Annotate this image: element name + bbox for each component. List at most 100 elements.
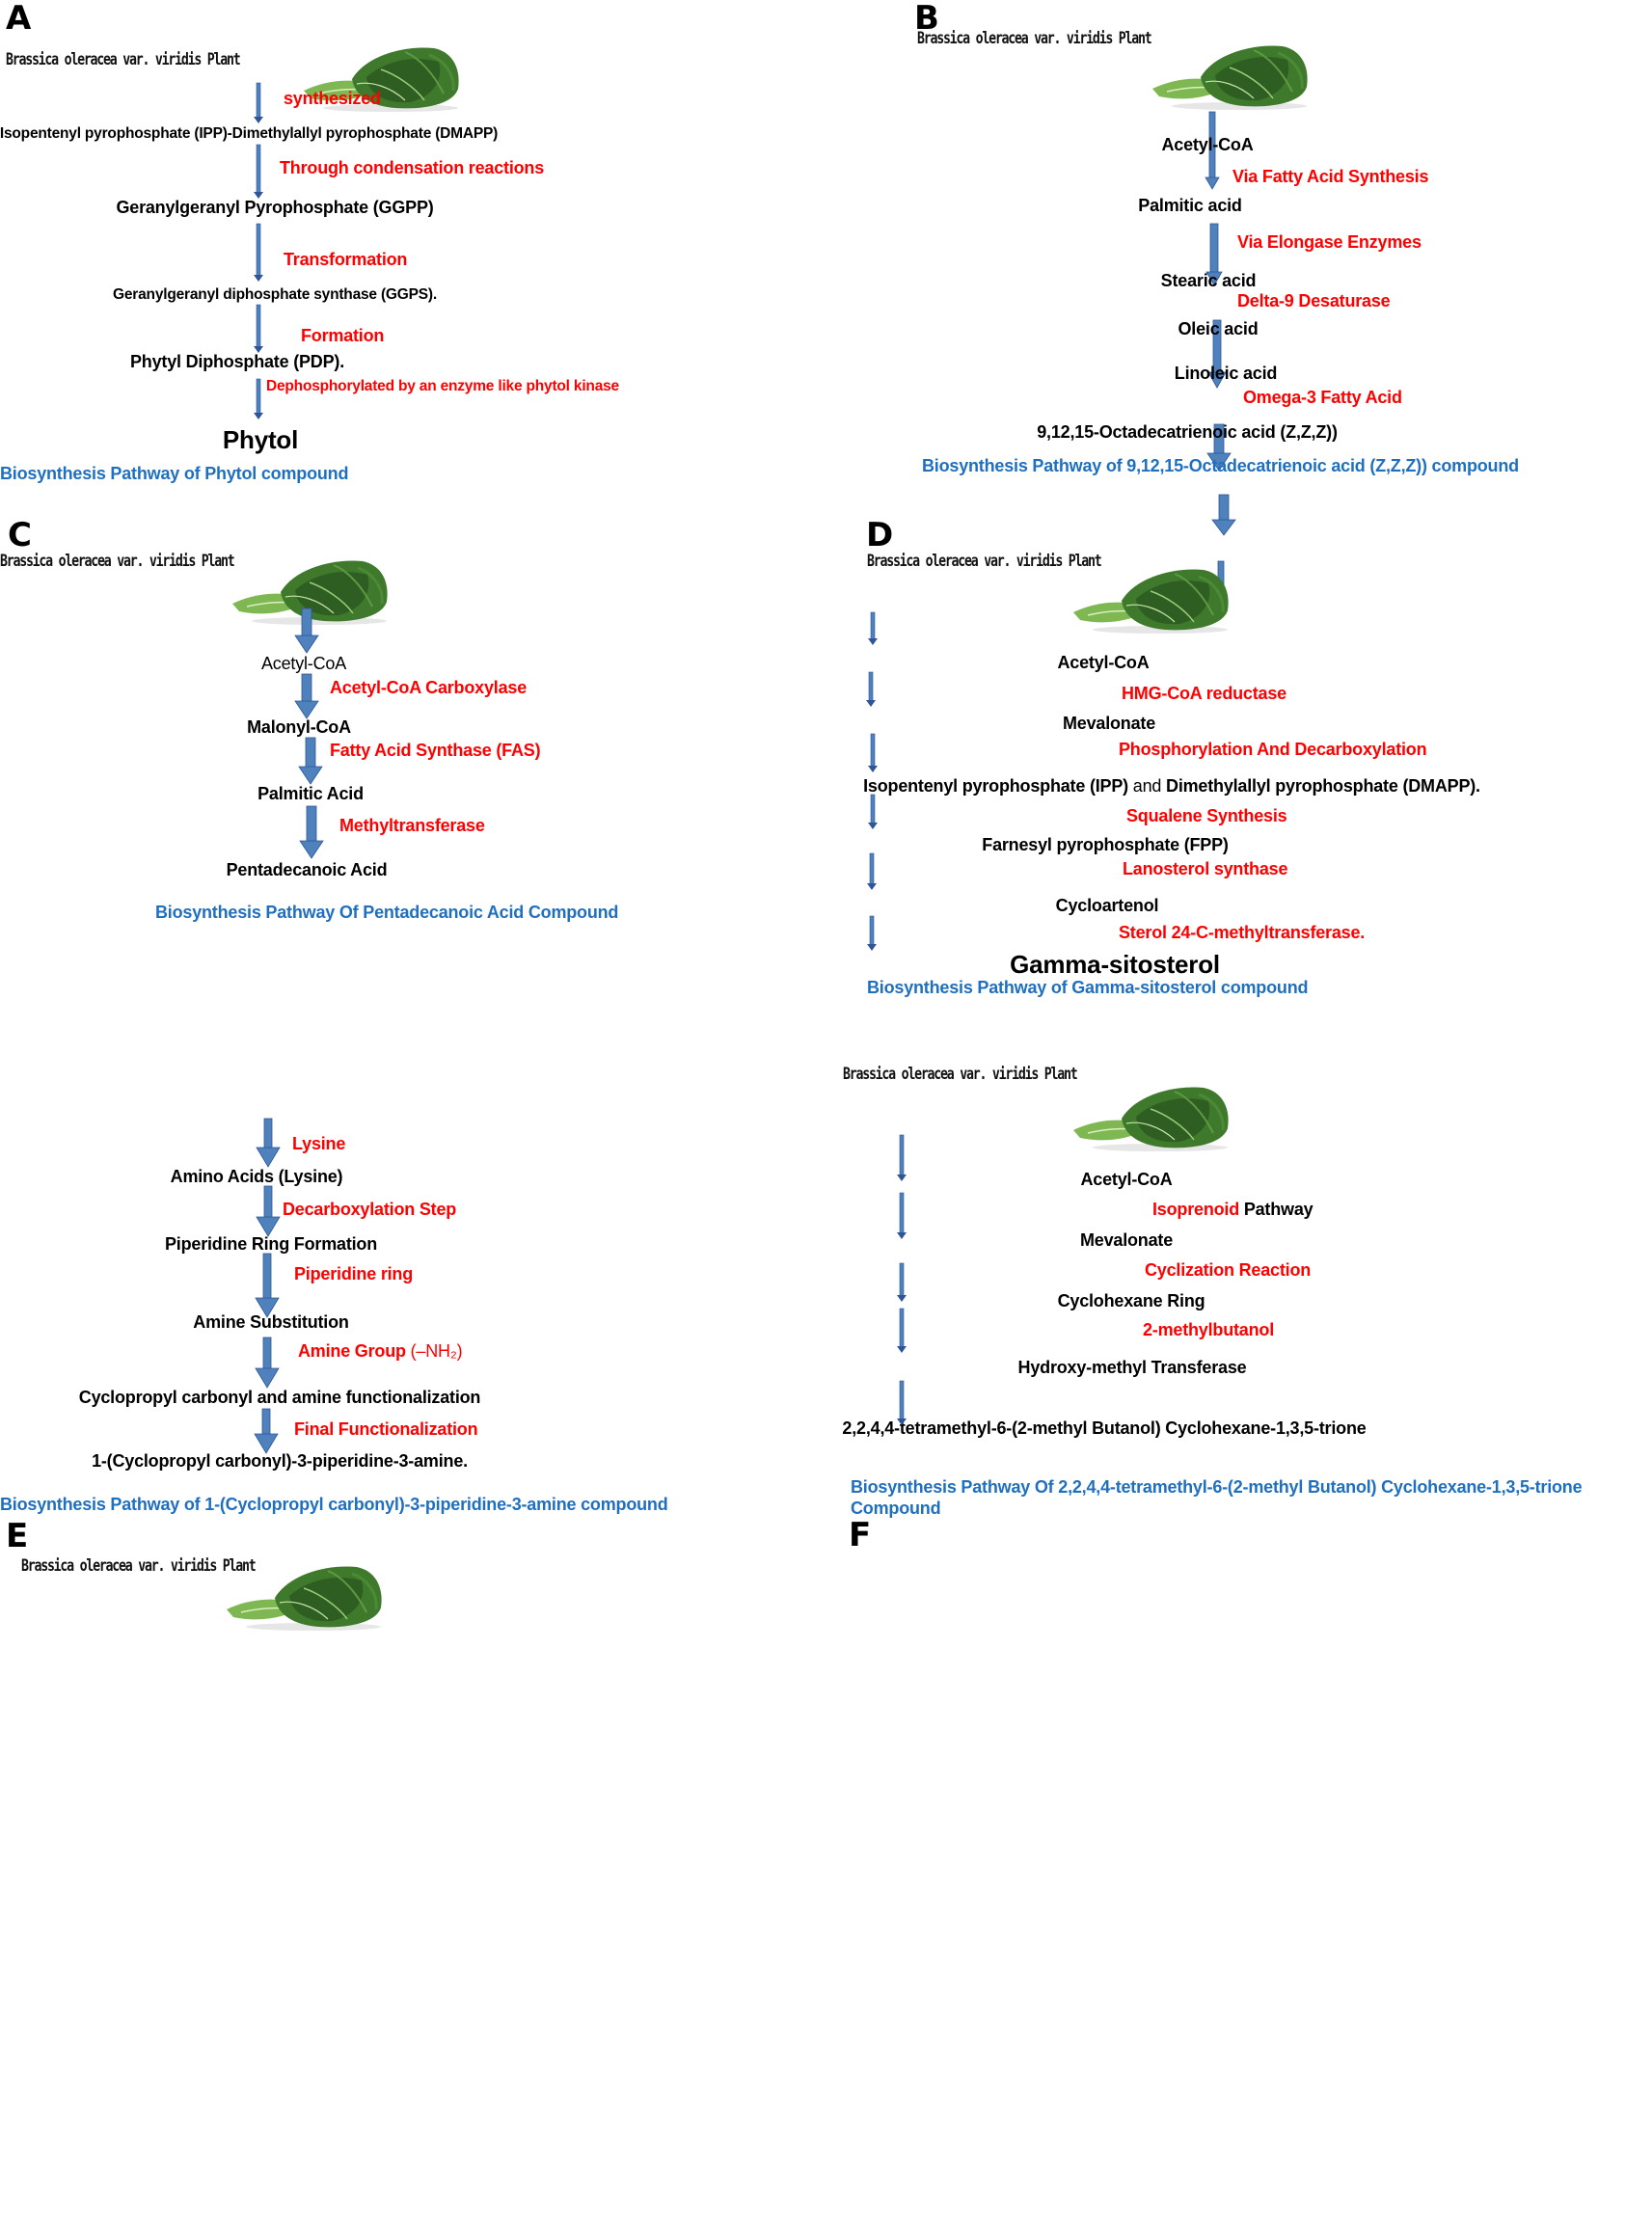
down-arrow-icon [897,1134,907,1181]
panel-letter: A [6,0,32,38]
step-label: Acetyl-CoA Carboxylase [330,678,528,697]
down-arrow-icon [1207,319,1227,389]
pathway-node: Piperidine Ring Formation [164,1234,378,1254]
down-arrow-icon [897,1380,907,1425]
down-arrow-icon [1205,111,1220,190]
down-arrow-icon [256,1185,281,1237]
step-label: 2-methylbutanol [1143,1320,1275,1339]
joiner-label: and [1127,776,1167,796]
panel-letter: C [8,516,32,554]
final-compound: 1-(Cyclopropyl carbonyl)-3-piperidine-3-… [92,1451,468,1471]
step-label-amine: Amine Group (–NH₂) [298,1341,463,1362]
down-arrow-icon [254,223,263,282]
step-label: Phosphorylation And Decarboxylation [1119,740,1427,759]
step-label: Fatty Acid Synthase (FAS) [330,741,541,760]
pathway-node: Mevalonate [1062,714,1156,733]
step-label: Methyltransferase [339,816,485,835]
down-arrow-icon [866,671,876,707]
pathway-node: Acetyl-CoA [1161,135,1254,154]
amine-formula: (–NH₂) [405,1341,463,1361]
plant-image [1148,39,1312,114]
pathway-node: Cyclopropyl carbonyl and amine functiona… [78,1388,481,1407]
plant-label: Brassica oleracea var. viridis Plant [6,50,241,69]
step-label: Through condensation reactions [280,158,545,177]
down-arrow-icon [1205,223,1223,286]
pathway-node: Geranylgeranyl Pyrophosphate (GGPP) [116,198,434,217]
panel-letter: F [849,1516,872,1554]
pathway-node: Cyclohexane Ring [1057,1291,1205,1310]
down-arrow-icon [897,1192,907,1239]
down-arrow-icon [868,794,878,829]
pathway-node-ipp-dmapp: Isopentenyl pyrophosphate (IPP) and Dime… [863,776,1480,797]
step-label: Lysine [292,1134,346,1153]
pathway-node: Malonyl-CoA [247,717,351,737]
down-arrow-icon [868,733,878,772]
panel-caption: Biosynthesis Pathway of Phytol compound [0,464,349,483]
down-arrow-icon [868,611,878,645]
pathway-node: Amine Substitution [193,1312,349,1332]
down-arrow-icon [256,1118,281,1168]
pathway-node: Phytyl Diphosphate (PDP). [129,352,345,371]
pathway-node: Isopentenyl pyrophosphate (IPP)-Dimethyl… [0,125,499,142]
step-label: Piperidine ring [294,1264,414,1283]
step-label: synthesized [284,89,381,108]
pathway-node: Farnesyl pyrophosphate (FPP) [982,835,1229,854]
plant-label: Brassica oleracea var. viridis Plant [0,552,235,571]
plant-label: Brassica oleracea var. viridis Plant [21,1556,257,1576]
down-arrow-icon [897,1262,907,1302]
down-arrow-icon [1206,423,1232,472]
down-arrow-icon [254,82,263,123]
plant-image [222,1559,386,1634]
pathway-node: Oleic acid [1178,319,1259,338]
panel-caption: Biosynthesis Pathway of Gamma-sitosterol… [867,978,1309,997]
step-label: Sterol 24-C-methyltransferase. [1119,923,1366,942]
pathway-node: Palmitic acid [1138,196,1242,215]
pathway-node: Linoleic acid [1174,364,1278,383]
plant-label: Brassica oleracea var. viridis Plant [843,1065,1078,1084]
final-compound: 2,2,4,4-tetramethyl-6-(2-methyl Butanol)… [842,1418,1367,1438]
final-compound: Gamma-sitosterol [1010,950,1220,979]
step-label: Via Elongase Enzymes [1237,232,1422,252]
final-compound: 9,12,15-Octadecatrienoic acid (Z,Z,Z)) [1037,422,1338,442]
down-arrow-icon [294,608,319,654]
plant-image [1069,562,1232,637]
step-label: Decarboxylation Step [283,1200,457,1219]
down-arrow-icon [867,915,877,951]
step-label: Cyclization Reaction [1145,1260,1312,1280]
down-arrow-icon [897,1308,907,1353]
step-label: Transformation [284,250,408,269]
final-compound: Phytol [222,425,299,454]
step-label: Formation [301,326,385,345]
down-arrow-icon [254,378,263,419]
step-label: HMG-CoA reductase [1122,684,1286,703]
step-label: Lanosterol synthase [1123,859,1288,878]
down-arrow-icon [254,304,263,353]
step-label: Delta-9 Desaturase [1237,291,1391,311]
down-arrow-icon [294,673,319,719]
step-label: Via Fatty Acid Synthesis [1232,167,1429,186]
step-label: Omega-3 Fatty Acid [1243,388,1402,407]
dmapp-label: Dimethylallyl pyrophosphate (DMAPP). [1166,776,1480,796]
down-arrow-icon [299,805,324,859]
panel-caption: Biosynthesis Pathway Of 2,2,4,4-tetramet… [851,1477,1583,1518]
ipp-label: Isopentenyl pyrophosphate (IPP) [863,776,1128,796]
amine-group-label: Amine Group [298,1341,406,1361]
step-label: Dephosphorylated by an enzyme like phyto… [266,378,619,394]
isoprenoid-label: Isoprenoid [1152,1200,1240,1219]
pathway-node: Acetyl-CoA [1057,653,1150,672]
pathway-node: Amino Acids (Lysine) [170,1167,343,1186]
plant-label: Brassica oleracea var. viridis Plant [867,552,1102,571]
pathway-node: Geranylgeranyl diphosphate synthase (GGP… [113,286,437,303]
panel-caption: Biosynthesis Pathway Of Pentadecanoic Ac… [155,903,619,922]
plant-label: Brassica oleracea var. viridis Plant [917,29,1152,48]
down-arrow-icon [254,144,263,199]
panel-letter: B [914,0,939,38]
pathway-node: Acetyl-CoA [260,654,347,673]
pathway-node: Acetyl-CoA [1080,1170,1173,1189]
pathway-node: Mevalonate [1079,1230,1174,1250]
step-label: Squalene Synthesis [1126,806,1287,825]
down-arrow-icon [255,1253,280,1318]
step-label: Final Functionalization [294,1419,478,1439]
down-arrow-icon [298,737,323,785]
final-compound: Pentadecanoic Acid [226,860,388,879]
